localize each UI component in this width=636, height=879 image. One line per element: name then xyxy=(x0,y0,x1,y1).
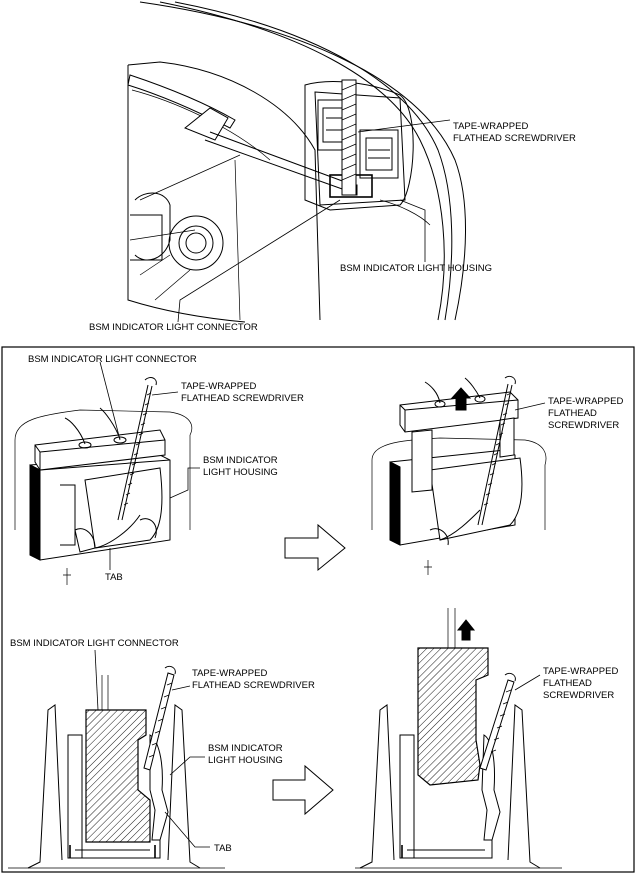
d3-after-screwdriver-label-line1: TAPE-WRAPPED xyxy=(548,396,623,407)
d3-before-screwdriver-label-line2: FLATHEAD SCREWDRIVER xyxy=(181,393,304,404)
detail-frame xyxy=(1,346,635,873)
dsec-after-screwdriver-label-line2: FLATHEAD xyxy=(543,678,592,689)
d3-before-connector-label: BSM INDICATOR LIGHT CONNECTOR xyxy=(28,354,197,365)
detail-3d-before xyxy=(14,361,200,585)
d3-after-screwdriver-label-line2: FLATHEAD xyxy=(548,408,597,419)
overview-connector-label: BSM INDICATOR LIGHT CONNECTOR xyxy=(89,322,258,333)
dsec-before-tab-label: TAB xyxy=(214,843,232,854)
detail-section-before xyxy=(8,649,225,869)
d3-before-tab-label: TAB xyxy=(105,572,123,583)
detail-section-after xyxy=(355,608,562,869)
dsec-before-screwdriver-label-line1: TAPE-WRAPPED xyxy=(192,668,267,679)
d3-after-screwdriver-label-line3: SCREWDRIVER xyxy=(548,420,619,431)
overview-illustration xyxy=(127,1,466,323)
dsec-after-screwdriver-label-line1: TAPE-WRAPPED xyxy=(543,666,618,677)
dsec-before-screwdriver-label-line2: FLATHEAD SCREWDRIVER xyxy=(192,680,315,691)
overview-housing-label: BSM INDICATOR LIGHT HOUSING xyxy=(340,263,492,274)
arrow-right-icon xyxy=(284,523,346,572)
dsec-before-housing-label-line2: LIGHT HOUSING xyxy=(208,755,283,766)
d3-before-housing-label-line1: BSM INDICATOR xyxy=(203,455,278,466)
dsec-before-housing-label-line1: BSM INDICATOR xyxy=(208,743,283,754)
overview-screwdriver-label-line2: FLATHEAD SCREWDRIVER xyxy=(453,133,576,144)
d3-before-screwdriver-label-line1: TAPE-WRAPPED xyxy=(181,381,256,392)
d3-before-housing-label-line2: LIGHT HOUSING xyxy=(203,467,278,478)
dsec-after-screwdriver-label-line3: SCREWDRIVER xyxy=(543,690,614,701)
dsec-before-connector-label: BSM INDICATOR LIGHT CONNECTOR xyxy=(10,638,179,649)
detail-3d-after xyxy=(371,375,547,575)
arrow-right-icon xyxy=(272,764,334,816)
arrow-up-icon xyxy=(450,387,472,411)
arrow-up-icon xyxy=(456,619,476,641)
overview-screwdriver-label-line1: TAPE-WRAPPED xyxy=(453,121,528,132)
